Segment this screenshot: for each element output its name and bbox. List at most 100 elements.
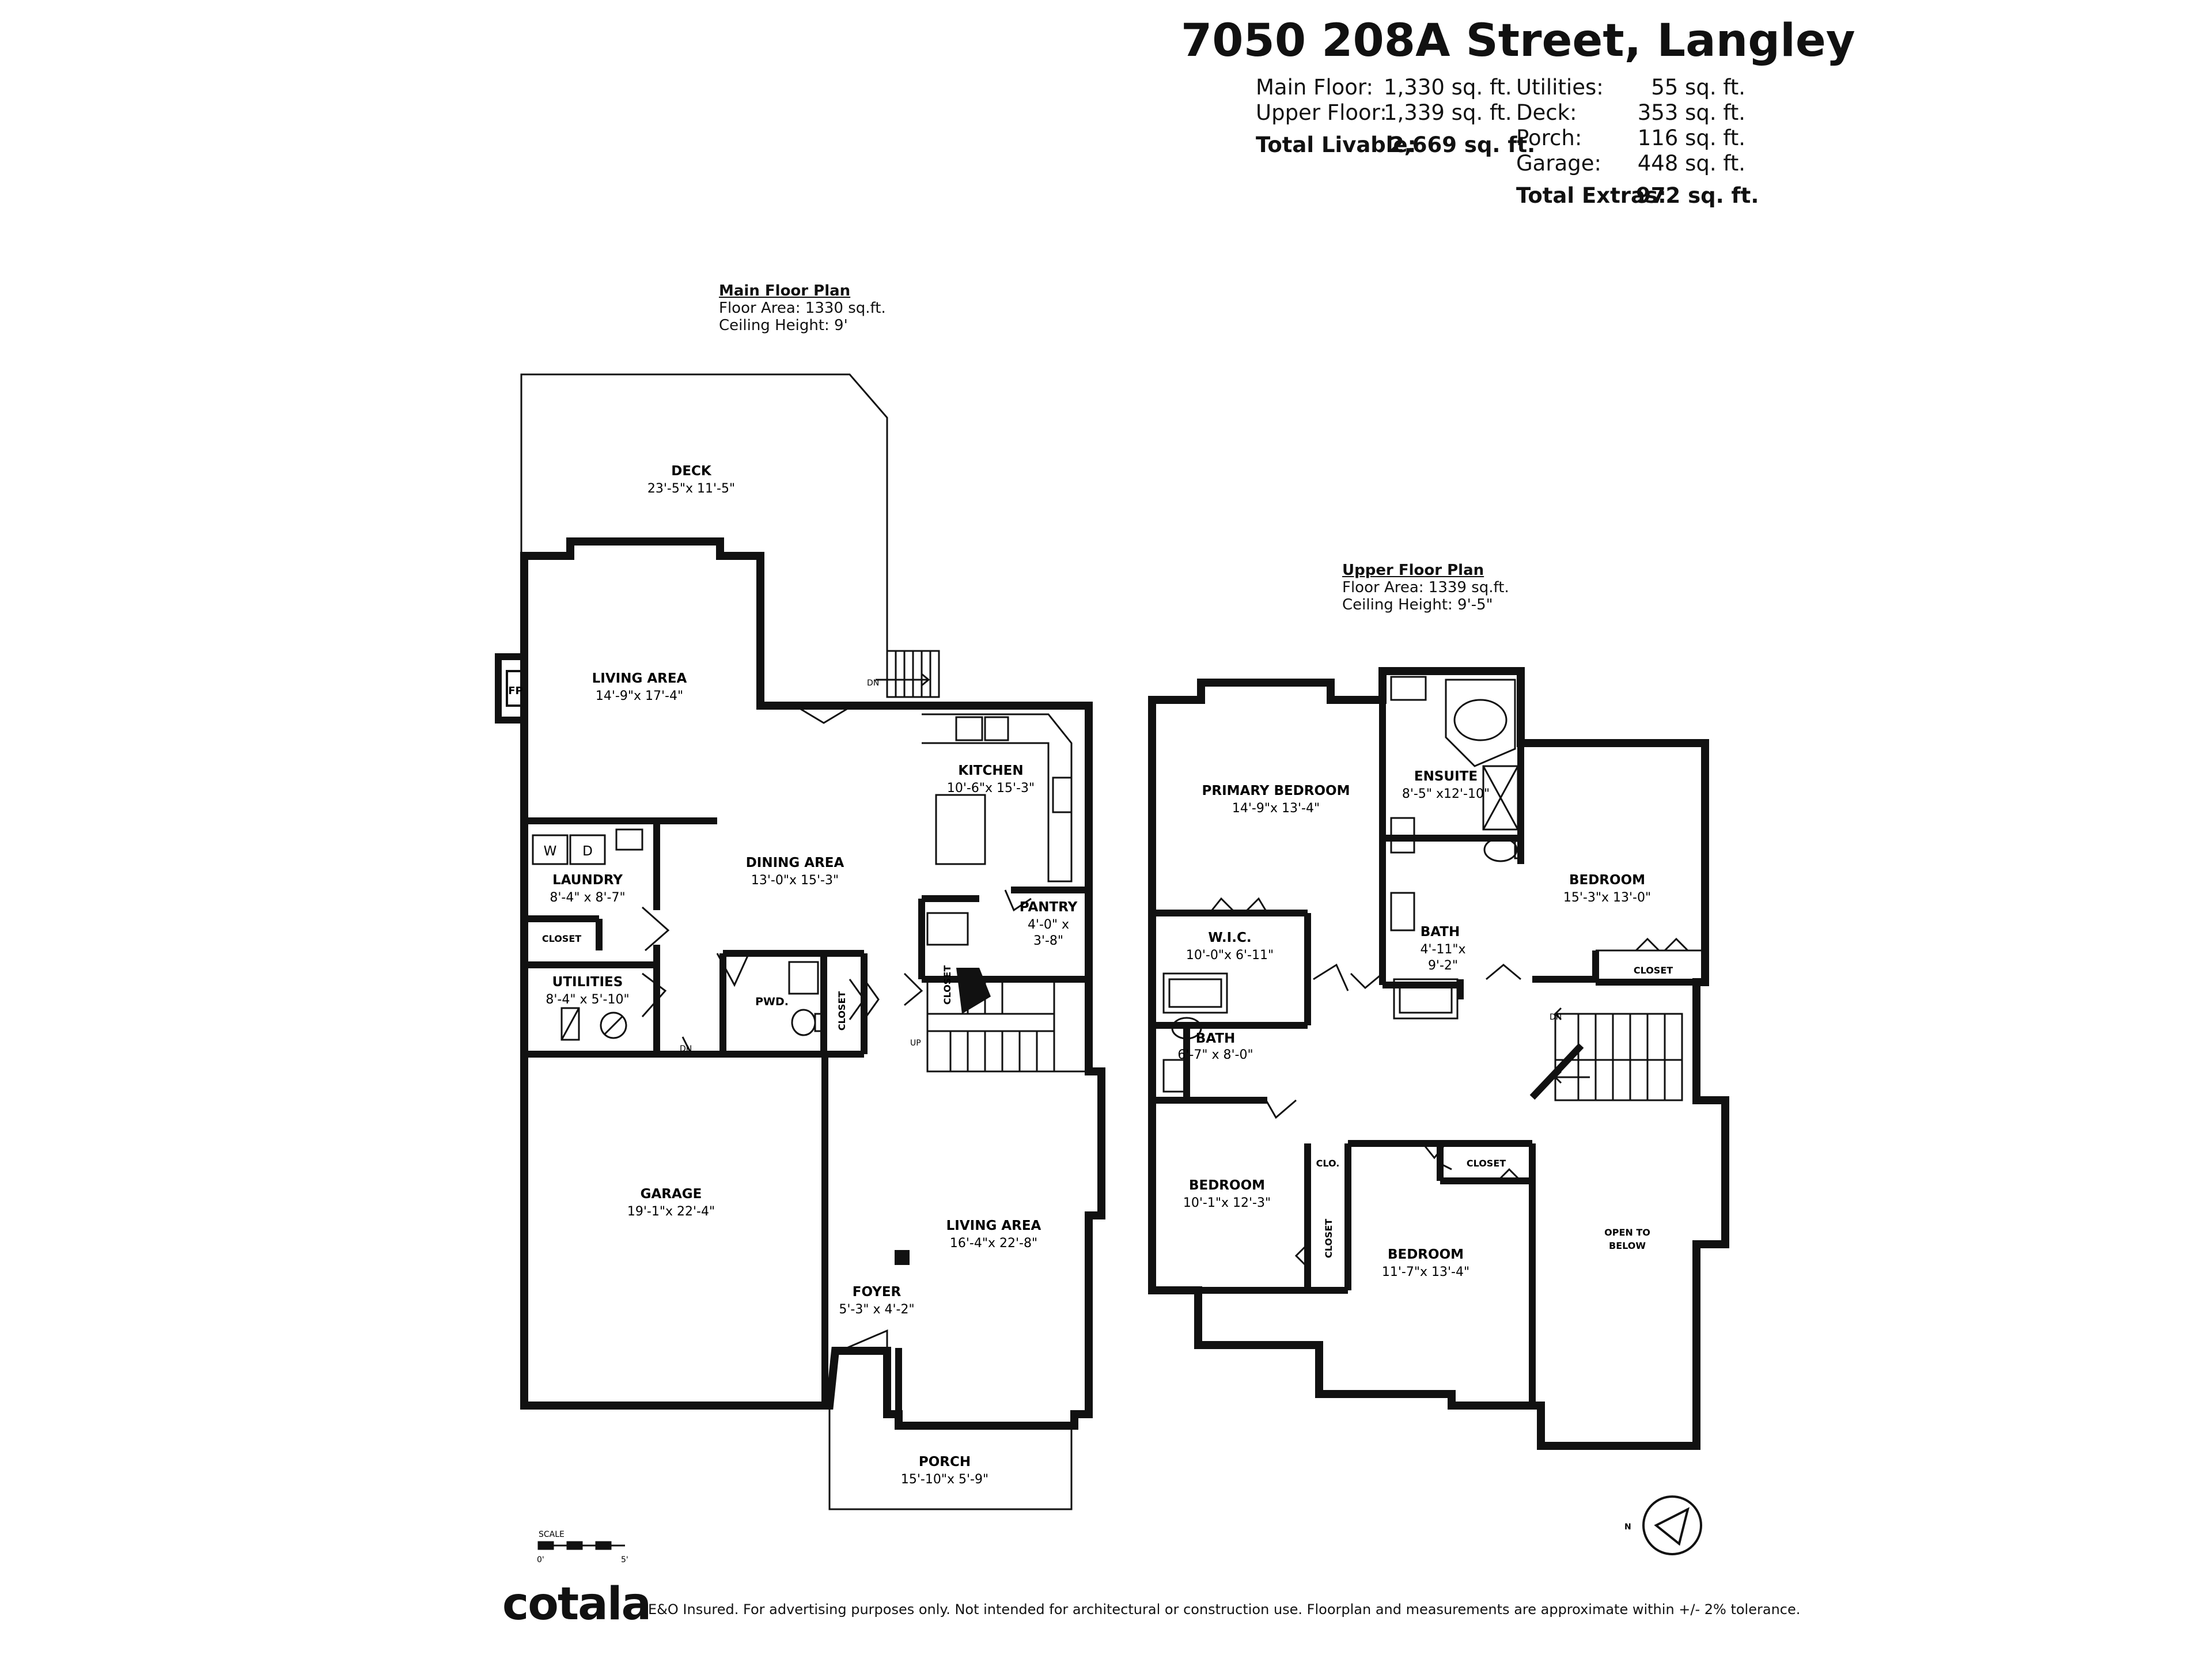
- property-address: 7050 208A Street, Langley: [1181, 15, 1855, 67]
- pwd-label: PWD.: [755, 995, 789, 1008]
- closet-a-label: CLOSET: [836, 991, 847, 1031]
- deck-value: 353 sq. ft.: [1637, 100, 1745, 125]
- foyer-column: [895, 1250, 910, 1265]
- dryer-label: D: [582, 844, 593, 859]
- fireplace-box: [506, 670, 524, 707]
- scale-label: SCALE: [539, 1530, 565, 1539]
- main-exterior-wall: [520, 537, 1105, 1430]
- foyer-dim: 5'-3" x 4'-2": [839, 1302, 914, 1317]
- ensuite-fixtures: [1390, 676, 1523, 1020]
- porch-label: Porch:: [1516, 126, 1582, 150]
- scale-five: 5': [621, 1555, 628, 1565]
- kitchen-dim: 10'-6"x 15'-3": [947, 781, 1035, 796]
- deck-dim: 23'-5"x 11'-5": [647, 482, 735, 496]
- fp-label: FP: [508, 685, 523, 697]
- foyer-name: FOYER: [853, 1285, 902, 1300]
- kitchen-name: KITCHEN: [958, 763, 1023, 778]
- upper-room-labels: PRIMARY BEDROOM 14'-9"x 13'-4" ENSUITE 8…: [1177, 769, 1673, 1279]
- garage-name: GARAGE: [641, 1187, 702, 1202]
- main-interior-walls: [524, 817, 1089, 1414]
- total-livable-value: 2,669 sq. ft.: [1389, 132, 1536, 157]
- utilities-value: 55 sq. ft.: [1651, 75, 1745, 100]
- utilities-dim: 8'-4" x 5'-10": [546, 993, 629, 1007]
- living-top-dim: 14'-9"x 17'-4": [596, 689, 683, 703]
- wic-name: W.I.C.: [1208, 930, 1251, 945]
- pantry-dim-2: 3'-8": [1033, 934, 1063, 948]
- compass-n: N: [1624, 1522, 1631, 1532]
- bedroom-right-name: BEDROOM: [1569, 873, 1645, 888]
- clo-label: CLO.: [1316, 1158, 1340, 1169]
- laundry-name: LAUNDRY: [552, 873, 623, 888]
- open-below-line1: OPEN TO: [1604, 1227, 1650, 1238]
- main-stairs-fill: [956, 968, 991, 1014]
- bath-left-name: BATH: [1196, 1031, 1235, 1046]
- main-plan-info: Main Floor Plan Floor Area: 1330 sq.ft. …: [719, 282, 886, 334]
- laundry-dim: 8'-4" x 8'-7": [550, 891, 625, 905]
- washer-label: W: [544, 844, 557, 859]
- scale-bar: [537, 1541, 625, 1550]
- upper-plan-floor-area: Floor Area: 1339 sq.ft.: [1342, 579, 1509, 596]
- bath-center-dim-1: 4'-11"x: [1420, 942, 1465, 957]
- main-stairs: [926, 978, 1090, 1073]
- kitchen-counters: [922, 713, 1073, 882]
- main-room-labels: DECK 23'-5"x 11'-5" LIVING AREA 14'-9"x …: [508, 464, 1077, 1487]
- powder-fixtures: [788, 961, 823, 1036]
- upper-exterior-wall: [1148, 667, 1729, 1450]
- dn-label-1: DN: [867, 679, 879, 688]
- up-label: UP: [910, 1039, 921, 1048]
- main-plan-ceiling: Ceiling Height: 9': [719, 317, 848, 334]
- closet-v-label: CLOSET: [1323, 1219, 1334, 1258]
- brand-logo: cotala: [502, 1578, 652, 1630]
- closet-b-label: CLOSET: [942, 965, 953, 1005]
- upper-interior-walls: [1152, 700, 1705, 1406]
- bedroom-left-dim: 10'-1"x 12'-3": [1183, 1196, 1271, 1210]
- bedroom-bottom-name: BEDROOM: [1388, 1247, 1464, 1262]
- main-plan-floor-area: Floor Area: 1330 sq.ft.: [719, 300, 886, 317]
- bedroom-right-dim: 15'-3"x 13'-0": [1563, 891, 1651, 905]
- living-bottom-dim: 16'-4"x 22'-8": [950, 1236, 1037, 1251]
- total-livable-label: Total Livable:: [1256, 132, 1416, 157]
- dining-name: DINING AREA: [746, 855, 844, 870]
- closet-right-label: CLOSET: [1634, 965, 1673, 976]
- main-floor-value: 1,330 sq. ft.: [1384, 75, 1512, 100]
- total-extras-value: 972 sq. ft.: [1636, 183, 1759, 208]
- garage-label: Garage:: [1516, 151, 1601, 176]
- laundry-appliances: [532, 828, 643, 865]
- bedroom-bottom-dim: 11'-7"x 13'-4": [1382, 1265, 1469, 1279]
- upper-floor-label: Upper Floor:: [1256, 100, 1387, 125]
- utilities-fixtures: [560, 1007, 627, 1041]
- utilities-label: Utilities:: [1516, 75, 1604, 100]
- deck-name: DECK: [671, 464, 712, 479]
- closet-top-label: CLOSET: [1467, 1158, 1506, 1169]
- upper-floor-value: 1,339 sq. ft.: [1384, 100, 1512, 125]
- dining-dim: 13'-0"x 15'-3": [751, 873, 839, 888]
- porch-outline: [828, 1406, 1073, 1510]
- bath-left-fixtures: [1162, 972, 1228, 1093]
- upper-plan-info: Upper Floor Plan Floor Area: 1339 sq.ft.…: [1342, 562, 1509, 613]
- open-below-line2: BELOW: [1609, 1240, 1646, 1251]
- primary-dim: 14'-9"x 13'-4": [1232, 801, 1320, 816]
- porch-value: 116 sq. ft.: [1637, 126, 1745, 150]
- scale-zero: 0': [537, 1555, 544, 1565]
- bath-left-dim: 6'-7" x 8'-0": [1177, 1048, 1253, 1062]
- primary-name: PRIMARY BEDROOM: [1202, 783, 1350, 798]
- compass: [1642, 1495, 1702, 1555]
- dn-upper-label: DN: [1550, 1013, 1562, 1022]
- deck-label: Deck:: [1516, 100, 1577, 125]
- ensuite-dim: 8'-5" x12'-10": [1402, 787, 1490, 801]
- main-floor-label: Main Floor:: [1256, 75, 1373, 100]
- main-doors: [641, 704, 1032, 1351]
- porch-name: PORCH: [919, 1455, 971, 1469]
- bedroom-left-name: BEDROOM: [1189, 1178, 1265, 1193]
- total-extras-label: Total Extras:: [1516, 183, 1666, 208]
- upper-stairs: [1554, 1007, 1683, 1101]
- pantry-name: PANTRY: [1020, 900, 1078, 915]
- garage-value: 448 sq. ft.: [1637, 151, 1745, 176]
- wic-dim: 10'-0"x 6'-11": [1186, 948, 1274, 963]
- deck-outline: [520, 373, 888, 680]
- pantry-dim-1: 4'-0" x: [1028, 918, 1069, 932]
- garage-dim: 19'-1"x 22'-4": [627, 1205, 715, 1219]
- upper-plan-ceiling: Ceiling Height: 9'-5": [1342, 596, 1493, 613]
- utilities-name: UTILITIES: [552, 975, 623, 990]
- living-top-name: LIVING AREA: [592, 671, 687, 686]
